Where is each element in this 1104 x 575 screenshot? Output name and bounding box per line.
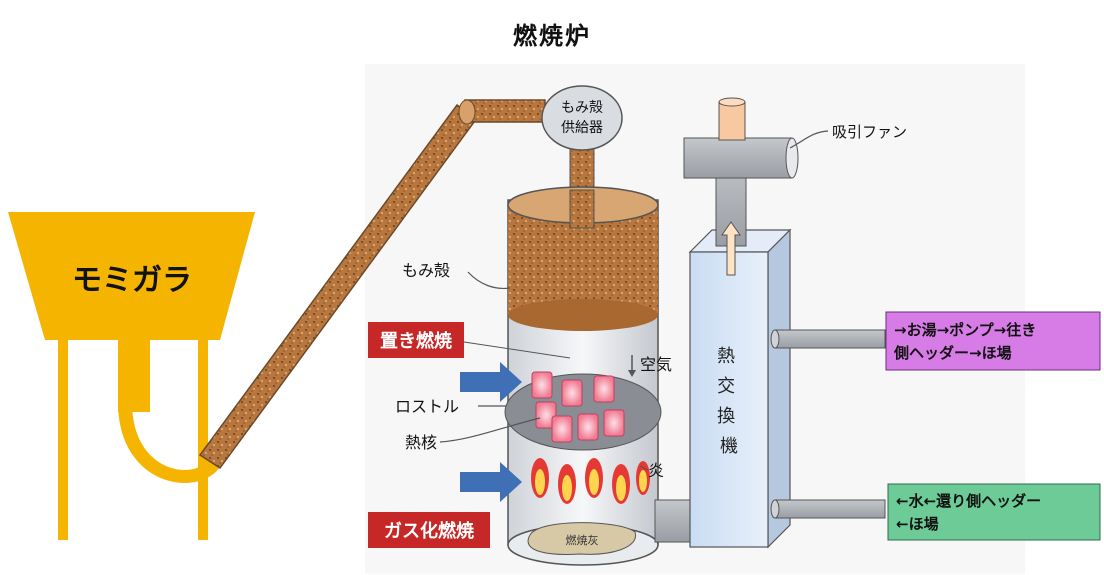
gasification-label: ガス化燃焼 (384, 520, 474, 542)
hopper-leg-right (198, 340, 208, 540)
hopper-leg-left (58, 340, 68, 540)
water-inlet-box (887, 483, 1101, 541)
feeder-label-line2: 供給器 (561, 120, 603, 136)
hopper-label: モミガラ (72, 263, 192, 298)
flame-label: 炎 (648, 461, 664, 480)
inlet-line2: ←ほ場 (896, 515, 939, 533)
hopper (8, 212, 255, 540)
outlet-line1: →お湯→ポンプ→往き (894, 321, 1036, 339)
heat-exchanger-label: 熱 交 換 機 (717, 346, 741, 457)
furnace-cylinder (504, 186, 662, 566)
outlet-line2: 側ヘッダー→ほ場 (893, 344, 1012, 362)
air-arrows (460, 362, 522, 502)
feeder-label-line1: もみ殻 (561, 100, 603, 116)
hopper-u-pipe (118, 402, 225, 483)
ash-label: 燃焼灰 (566, 533, 599, 547)
conveyor-pipe (198, 99, 546, 470)
gasification-badge (368, 512, 490, 548)
air-label: 空気 (640, 355, 672, 374)
heat-core-label: 熱核 (405, 433, 437, 452)
fan-label: 吸引ファン (832, 123, 907, 141)
fan-leader (789, 130, 829, 149)
page-title: 燃焼炉 (513, 22, 591, 50)
hopper-chute (118, 340, 150, 412)
inlet-line1: ←水←還り側ヘッダー (896, 492, 1041, 510)
husk-label: もみ殻 (402, 261, 450, 280)
hot-water-outlet-box (885, 311, 1101, 371)
rostle-label: ロストル (395, 397, 459, 416)
placed-combustion-label: 置き燃焼 (380, 330, 452, 352)
husk-feeder (541, 85, 623, 231)
placed-combustion-badge (368, 322, 464, 358)
flames (531, 458, 650, 504)
heat-exchanger (654, 97, 886, 549)
